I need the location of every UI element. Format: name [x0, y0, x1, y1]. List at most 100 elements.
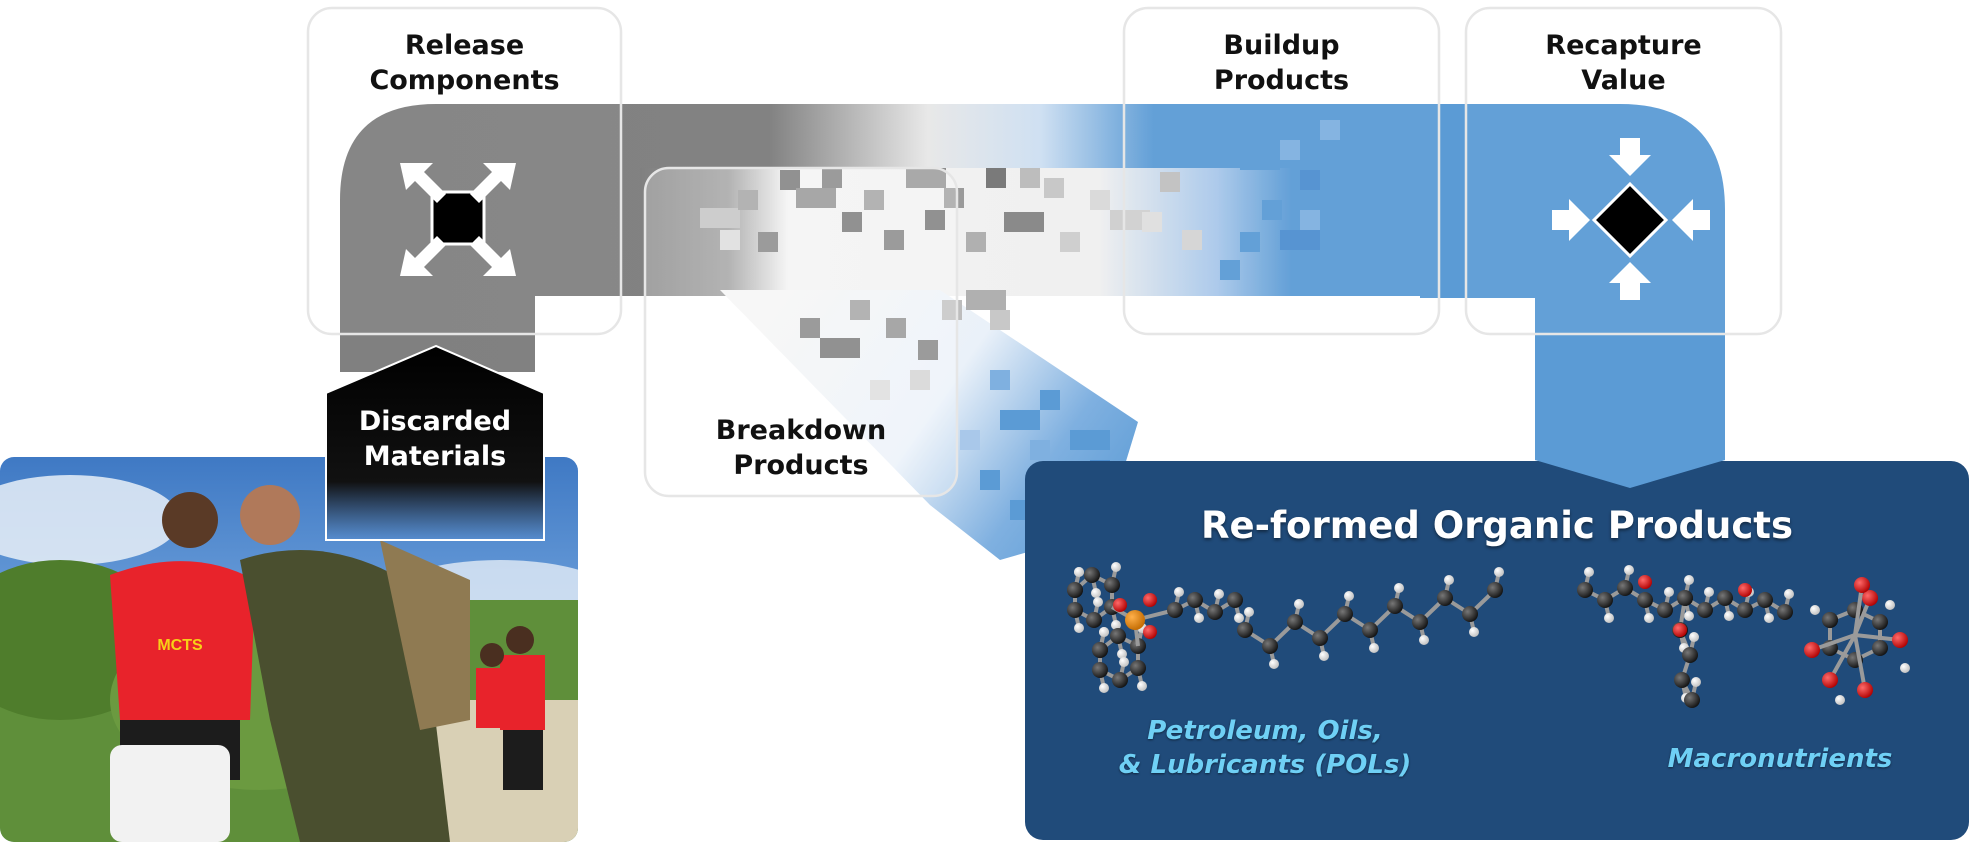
pols-caption-line2: & Lubricants (POLs): [1118, 750, 1412, 780]
molecule-atom: [1125, 610, 1145, 630]
molecule-atom: [1777, 604, 1793, 620]
pixel-square: [966, 232, 986, 252]
molecule-atom: [1099, 627, 1109, 637]
pixel-square: [1160, 172, 1180, 192]
pixel-square: [1000, 410, 1040, 430]
molecule-atom: [1872, 614, 1888, 630]
molecule-atom: [1444, 575, 1454, 585]
pixel-square: [884, 230, 904, 250]
molecule-atom: [1638, 575, 1652, 589]
recapture-arrow-tip: [1535, 440, 1725, 488]
pixel-square: [886, 318, 906, 338]
molecule-atom: [1362, 622, 1378, 638]
molecule-atom: [1130, 660, 1146, 676]
molecule-atom: [1237, 622, 1253, 638]
recapture-label-line2: Value: [1581, 65, 1666, 96]
molecule-atom: [1673, 623, 1687, 637]
pixel-square: [1004, 212, 1044, 232]
molecule-atom: [1617, 580, 1633, 596]
pixel-square: [820, 338, 860, 358]
molecule-atom: [1086, 612, 1102, 628]
molecule-atom: [1167, 602, 1183, 618]
pixel-square: [870, 380, 890, 400]
pixel-square: [906, 168, 946, 188]
molecule-atom: [1143, 625, 1157, 639]
molecule-atom: [1737, 602, 1753, 618]
buildup-stage-box: [1122, 6, 1441, 336]
pixel-square: [990, 370, 1010, 390]
pixel-square: [918, 340, 938, 360]
molecule-atom: [1624, 565, 1634, 575]
pols-caption-line1: Petroleum, Oils,: [1147, 716, 1383, 746]
pixel-square: [1262, 200, 1282, 220]
molecule-atom: [1494, 567, 1504, 577]
molecule-atom: [1269, 659, 1279, 669]
macronutrients-caption: Macronutrients: [1667, 744, 1893, 774]
molecule-atom: [1764, 613, 1774, 623]
pixel-squares: [700, 120, 1340, 520]
molecule-atom: [1387, 598, 1403, 614]
molecule-atom: [1857, 682, 1873, 698]
molecule-atom: [1093, 597, 1103, 607]
molecule-atom: [1487, 582, 1503, 598]
pixel-square: [1240, 150, 1280, 170]
pixel-square: [1020, 168, 1040, 188]
molecule-atom: [1717, 590, 1733, 606]
molecule-atom: [1194, 613, 1204, 623]
molecule-atom: [1689, 632, 1699, 642]
molecule-atom: [1804, 642, 1820, 658]
pixel-square: [960, 430, 980, 450]
molecule-atom: [1900, 663, 1910, 673]
molecule-atom: [1684, 692, 1700, 708]
breakdown-label-line2: Products: [733, 450, 869, 481]
molecule-bond: [1853, 584, 1864, 636]
pixel-square: [1030, 440, 1050, 460]
expand-arrows-icon: [400, 163, 516, 276]
molecule-atom: [1234, 613, 1244, 623]
pixel-square: [1280, 230, 1320, 250]
pixel-square: [1240, 232, 1260, 252]
molecule-atom: [1312, 630, 1328, 646]
molecule-atom: [1214, 589, 1224, 599]
buildup-label-line1: Buildup: [1223, 30, 1340, 61]
molecule-atom: [1684, 575, 1694, 585]
release-label-line1: Release: [404, 30, 525, 61]
molecule-atom: [1244, 607, 1254, 617]
pixel-square: [1110, 210, 1150, 230]
pols-caption: Petroleum, Oils, & Lubricants (POLs): [1085, 714, 1445, 782]
pixel-square: [910, 370, 930, 390]
molecule-atom: [1287, 614, 1303, 630]
molecule-atom: [1674, 672, 1690, 688]
molecule-atom: [1872, 640, 1888, 656]
pixel-square: [990, 310, 1010, 330]
cleanup-photo: MCTS: [0, 457, 578, 842]
pixel-square: [1182, 230, 1202, 250]
molecule-atom: [1344, 591, 1354, 601]
discarded-label-line1: Discarded: [358, 406, 512, 437]
molecule-atom: [1099, 683, 1109, 693]
pixel-square: [864, 190, 884, 210]
discarded-materials-shape: [325, 344, 545, 541]
molecule-atom: [1469, 627, 1479, 637]
molecule-atom: [1187, 592, 1203, 608]
molecule-atom: [1810, 605, 1820, 615]
pixel-square: [700, 208, 740, 228]
molecule-atom: [1067, 582, 1083, 598]
molecule-atom: [1394, 583, 1404, 593]
molecule-models: [1067, 562, 1910, 708]
pixel-square: [1260, 120, 1280, 140]
molecule-atom: [1664, 587, 1674, 597]
molecule-atom: [1117, 649, 1127, 659]
molecule-atom: [1637, 592, 1653, 608]
pixel-square: [1300, 210, 1320, 230]
molecule-atom: [1657, 602, 1673, 618]
pixel-square: [980, 470, 1000, 490]
molecule-atom: [1143, 593, 1157, 607]
molecule-atom: [1137, 681, 1147, 691]
molecule-atom: [1822, 672, 1838, 688]
molecule-atom: [1691, 677, 1701, 687]
release-label: Release Components: [308, 28, 621, 98]
recapture-stage-box: [1464, 6, 1783, 336]
recapture-label: Recapture Value: [1466, 28, 1781, 98]
